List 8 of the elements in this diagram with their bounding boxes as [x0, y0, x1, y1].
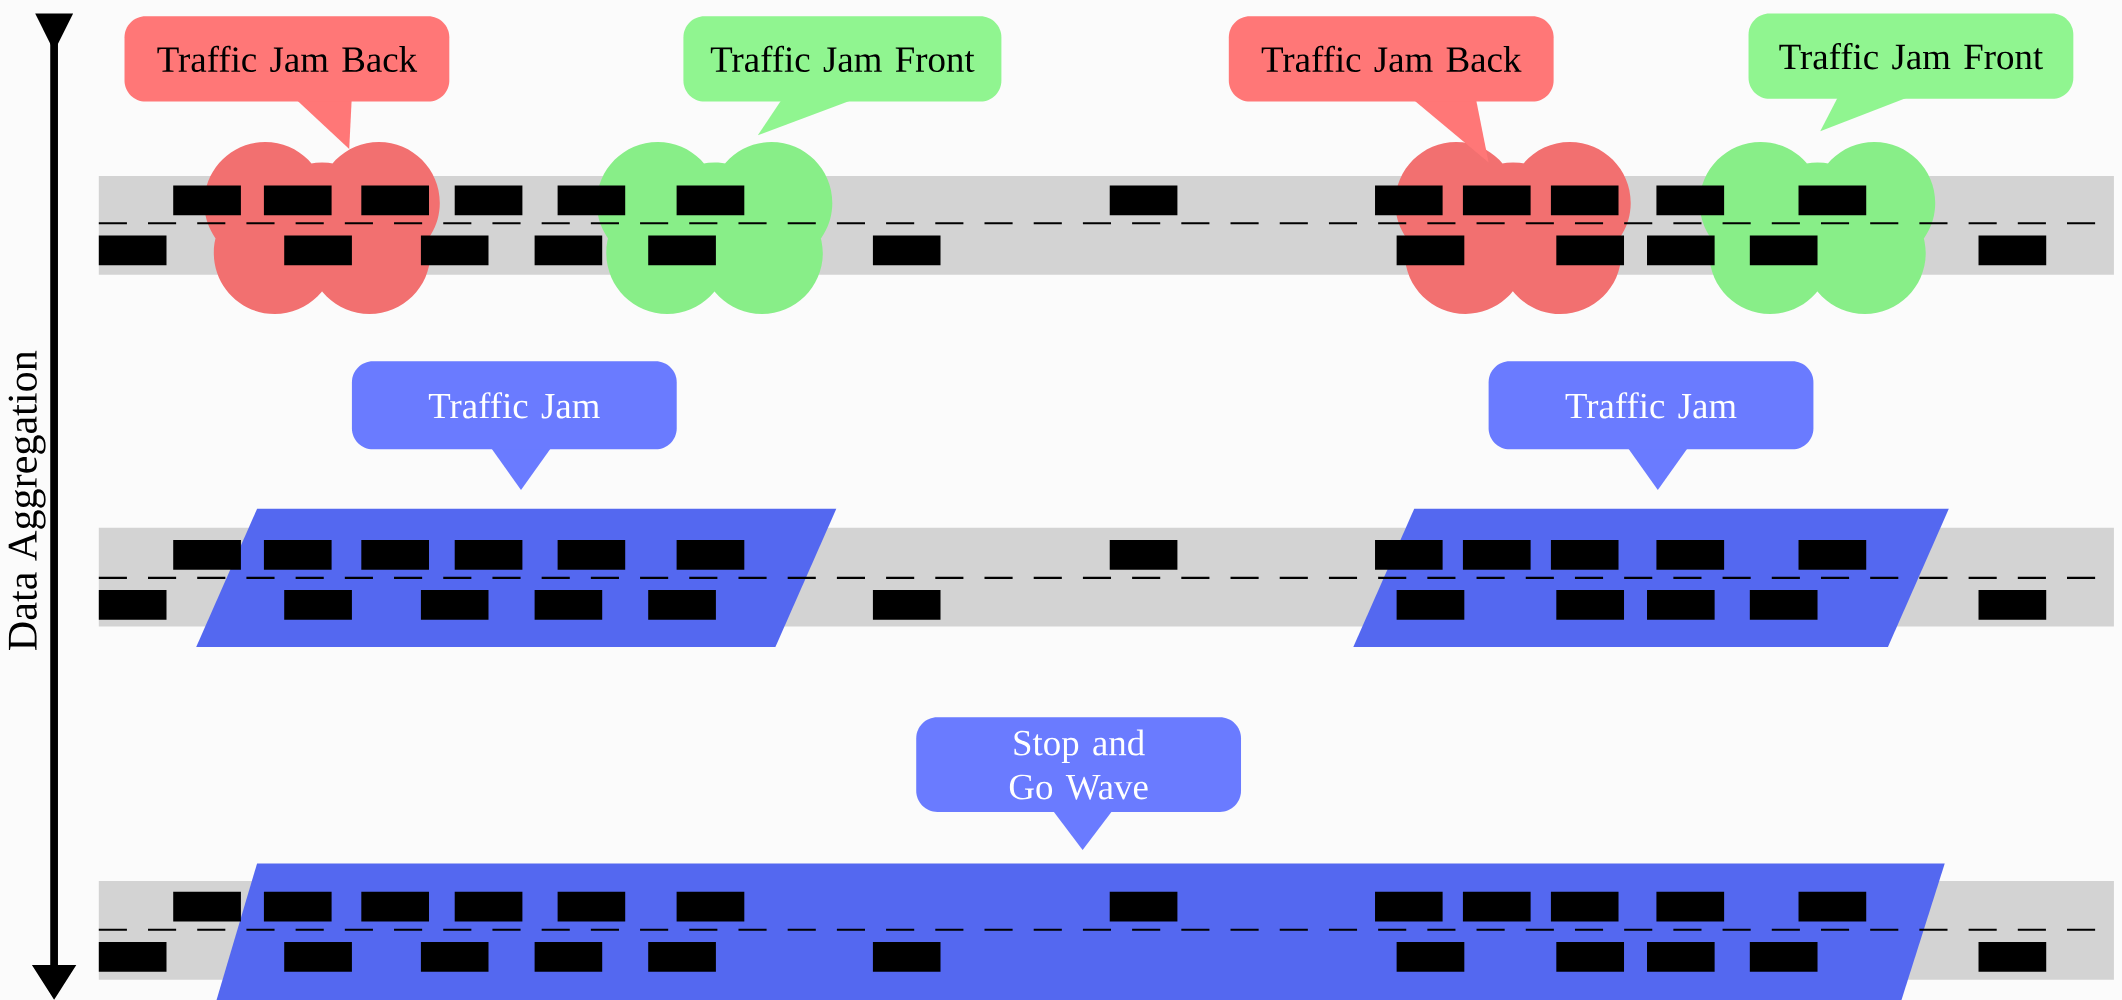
callout-bubble: Traffic Jam Front: [1748, 13, 2074, 132]
callout-bubble: Traffic Jam: [351, 361, 677, 490]
callout-bubble: Traffic Jam: [1488, 361, 1814, 490]
callout-bubble: Traffic Jam Front: [683, 16, 1002, 136]
axis-label: Data Aggregation: [8, 350, 46, 650]
callout-bubble: Traffic Jam Back: [1228, 16, 1554, 163]
callout-bubble: Stop and Go Wave: [916, 717, 1241, 850]
callout-bubble: Traffic Jam Back: [124, 16, 450, 149]
